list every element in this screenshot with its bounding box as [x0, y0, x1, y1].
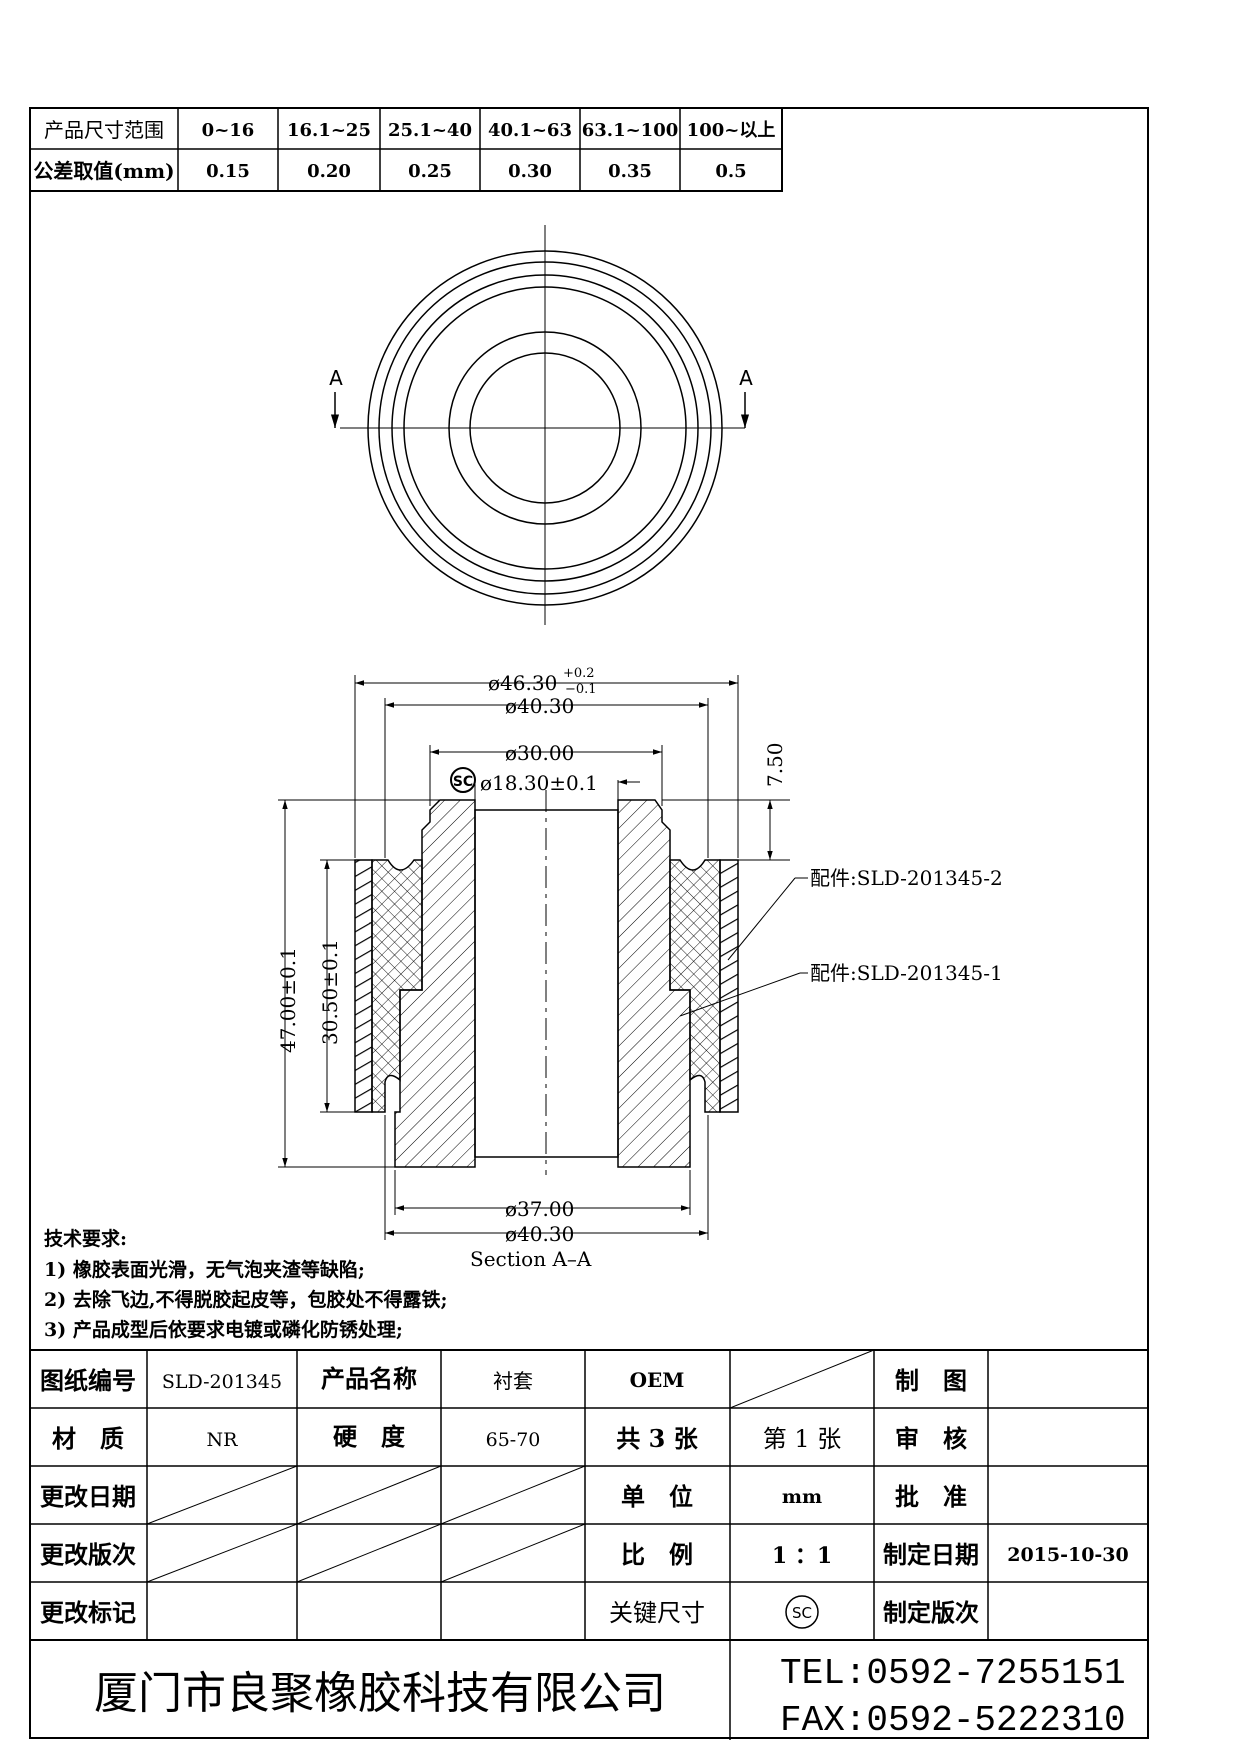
tolerance-cell: 0.20: [307, 161, 351, 182]
table-row-label-tolerance: 公差取值(mm): [33, 159, 174, 183]
label-change-version: 更改版次: [40, 1540, 136, 1569]
value-oem: OEM: [630, 1368, 685, 1392]
dim-flange-diameter: ø40.30: [505, 694, 574, 718]
section-view: [354, 790, 739, 1175]
outer-sleeve-right: [719, 859, 739, 1113]
title-block: [30, 1349, 1148, 1740]
svg-text:SC: SC: [792, 1604, 812, 1622]
value-sheet-no: 第 1 张: [763, 1425, 842, 1453]
top-view: [330, 225, 750, 625]
label-material: 材 质: [52, 1424, 124, 1453]
tech-requirements: 技术要求: 1) 橡胶表面光滑，无气泡夹渣等缺陷; 2) 去除飞边,不得脱胶起皮…: [44, 1227, 447, 1341]
range-cell: 25.1~40: [388, 120, 472, 141]
dim-top-diameter: ø30.00: [505, 741, 574, 765]
tech-title: 技术要求:: [44, 1227, 127, 1250]
key-dim-symbol: SC: [785, 1595, 819, 1629]
tolerance-cell: 0.35: [608, 161, 652, 182]
value-material: NR: [207, 1429, 239, 1451]
label-change-mark: 更改标记: [40, 1598, 136, 1627]
label-product-name: 产品名称: [321, 1364, 417, 1393]
value-unit: mm: [782, 1486, 822, 1508]
company-fax: FAX:0592-5222310: [780, 1700, 1126, 1741]
dim-sleeve-height: 30.50±0.1: [318, 939, 342, 1045]
table-row-label-range: 产品尺寸范围: [44, 118, 164, 142]
tolerance-cell: 0.25: [408, 161, 452, 182]
value-product-name: 衬套: [493, 1369, 533, 1393]
tolerance-cell: 0.5: [715, 161, 746, 182]
label-drawn: 制 图: [895, 1366, 967, 1395]
value-issue-date: 2015-10-30: [1007, 1544, 1129, 1566]
key-dimension-symbol: SC: [450, 767, 476, 793]
inner-tube-right: [617, 799, 691, 1168]
label-review: 审 核: [895, 1424, 967, 1453]
label-issue-date: 制定日期: [883, 1540, 979, 1569]
callout-part-2: 配件:SLD-201345-2: [810, 866, 1003, 890]
tolerance-cell: 0.15: [206, 161, 250, 182]
dim-bore-diameter: ø18.30±0.1: [480, 771, 598, 795]
company-name: 厦门市良聚橡胶科技有限公司: [94, 1668, 666, 1719]
label-key-dim: 关键尺寸: [609, 1599, 705, 1627]
value-hardness: 65-70: [486, 1429, 541, 1451]
dim-step-height: 7.50: [763, 742, 787, 787]
range-cell: 63.1~100: [582, 120, 679, 141]
range-cell: 40.1~63: [488, 120, 572, 141]
section-label: Section A–A: [470, 1247, 592, 1271]
dim-total-height: 47.00±0.1: [276, 947, 300, 1053]
sheet-border: [29, 107, 1149, 1739]
range-cell: 100~以上: [687, 120, 776, 141]
dim-outer-tol-lower: −0.1: [565, 682, 597, 697]
label-change-date: 更改日期: [40, 1482, 136, 1511]
dim-bottom-diameter-1: ø37.00: [505, 1197, 574, 1221]
section-mark-left: A: [329, 366, 343, 390]
dimension-lines: [278, 675, 808, 1240]
label-scale: 比 例: [621, 1540, 693, 1569]
inner-tube-left: [394, 799, 476, 1168]
label-issue-version: 制定版次: [883, 1598, 979, 1627]
value-scale: 1 ：1: [772, 1543, 832, 1569]
range-cell: 0~16: [202, 120, 255, 141]
svg-text:SC: SC: [453, 774, 473, 790]
range-cell: 16.1~25: [287, 120, 371, 141]
label-drawing-no: 图纸编号: [40, 1366, 136, 1395]
dim-bottom-diameter-2: ø40.30: [505, 1222, 574, 1246]
dim-outer-diameter: ø46.30: [488, 671, 557, 695]
label-hardness: 硬 度: [333, 1422, 406, 1451]
value-drawing-no: SLD-201345: [162, 1371, 282, 1393]
tech-item: 2) 去除飞边,不得脱胶起皮等，包胶处不得露铁;: [44, 1288, 447, 1311]
tech-item: 3) 产品成型后依要求电镀或磷化防锈处理;: [44, 1318, 403, 1341]
label-unit: 单 位: [621, 1482, 693, 1511]
section-mark-right: A: [739, 366, 753, 390]
tolerance-table: 产品尺寸范围 公差取值(mm) 0~16 16.1~25 25.1~40 40.…: [29, 107, 783, 192]
label-approve: 批 准: [895, 1482, 967, 1511]
outer-sleeve-left: [354, 859, 373, 1113]
callout-part-1: 配件:SLD-201345-1: [810, 961, 1003, 985]
company-tel: TEL:0592-7255151: [780, 1653, 1126, 1694]
value-sheets-total: 共 3 张: [616, 1424, 698, 1453]
tolerance-cell: 0.30: [508, 161, 552, 182]
tech-item: 1) 橡胶表面光滑，无气泡夹渣等缺陷;: [44, 1258, 365, 1281]
dim-outer-tol-upper: +0.2: [563, 666, 595, 681]
